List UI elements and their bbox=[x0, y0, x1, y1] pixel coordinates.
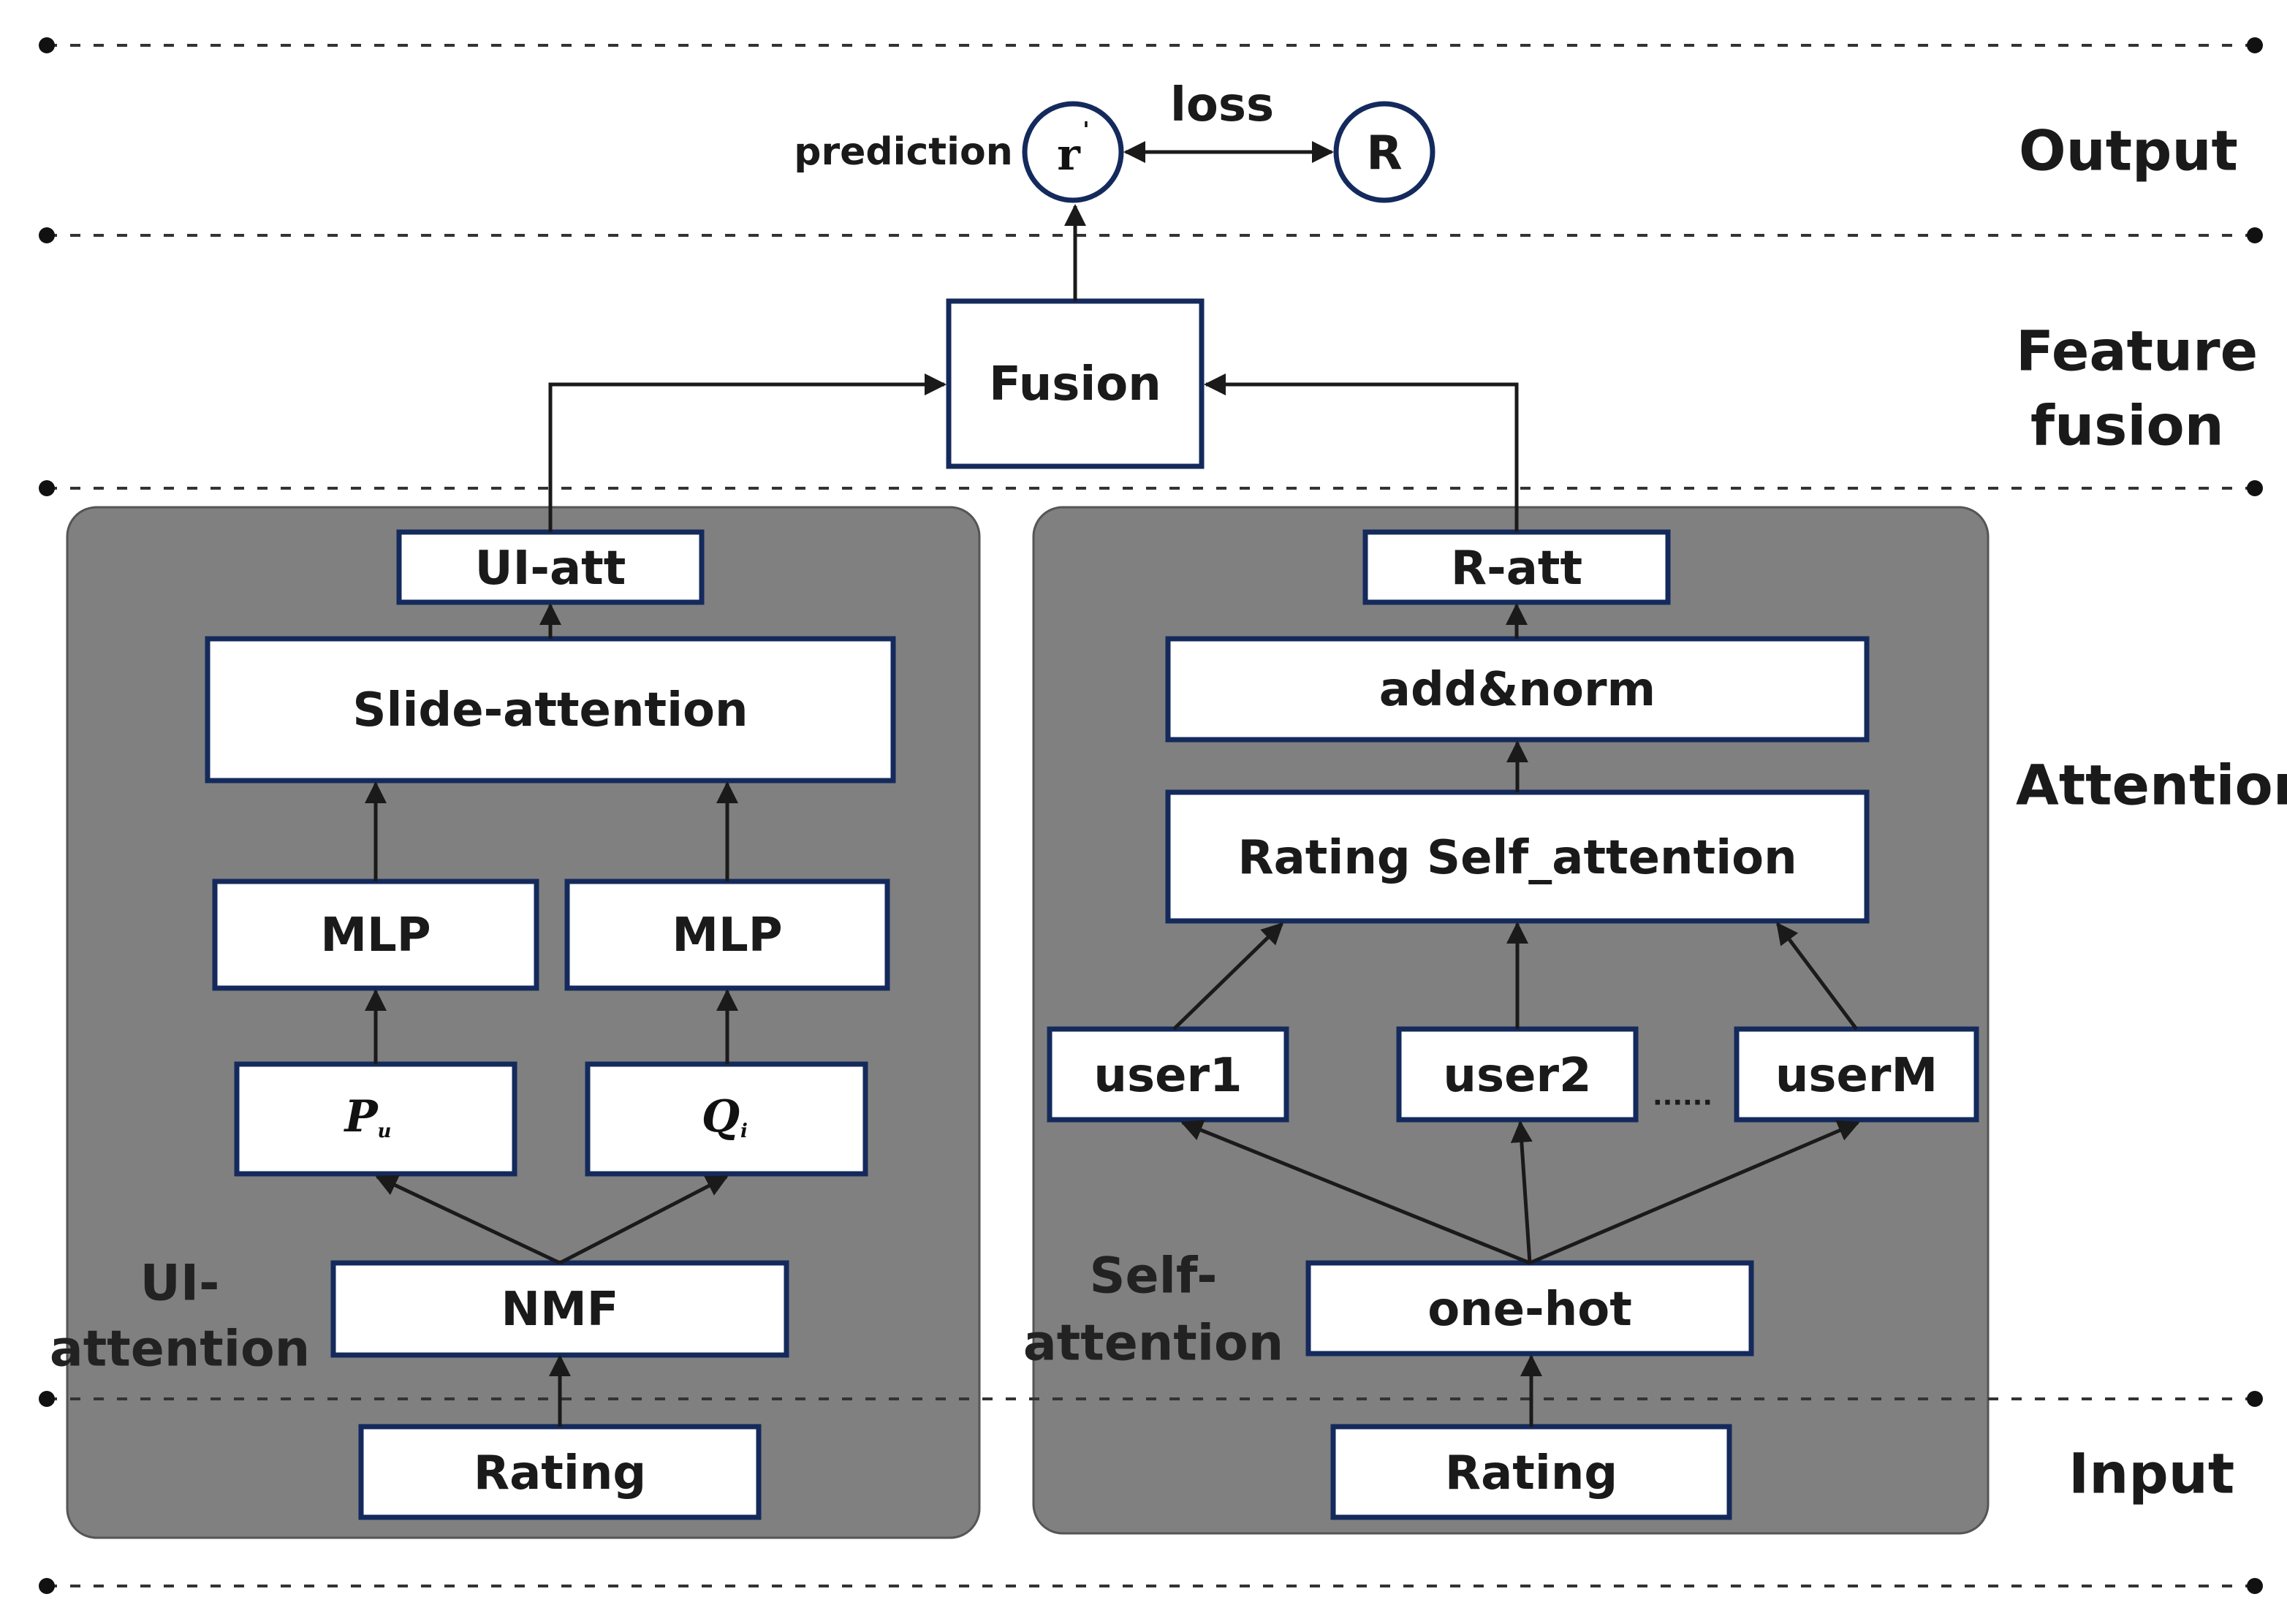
layer-dividers bbox=[39, 37, 2263, 1594]
ui-attention-title-1: UI- bbox=[140, 1255, 220, 1313]
mlp-left-label: MLP bbox=[320, 908, 431, 963]
prediction-label: prediction bbox=[794, 130, 1012, 174]
rating-self-attention-box bbox=[1165, 789, 1870, 924]
ui-att-label: UI-att bbox=[475, 542, 626, 596]
add-norm-label: add&norm bbox=[1379, 663, 1655, 717]
layer-label-attention: Attention bbox=[2016, 753, 2287, 818]
mlp-right-label: MLP bbox=[672, 908, 782, 963]
rating-self-attention-label: Rating Self_attention bbox=[1237, 831, 1797, 885]
nmf-label: NMF bbox=[501, 1283, 619, 1337]
one-hot-label: one-hot bbox=[1427, 1283, 1632, 1337]
layer-label-feature-fusion-2: fusion bbox=[2030, 393, 2224, 458]
slide-attention-label: Slide-attention bbox=[352, 683, 748, 737]
nmf-box bbox=[330, 1260, 789, 1358]
one-hot-box bbox=[1305, 1260, 1754, 1357]
layer-label-output: Output bbox=[2019, 118, 2238, 183]
add-norm-box bbox=[1165, 636, 1870, 743]
loss-label: loss bbox=[1170, 78, 1274, 132]
ui-attention-title-2: attention bbox=[50, 1321, 310, 1378]
mlp-left-box bbox=[212, 879, 539, 991]
user1-label: user1 bbox=[1093, 1049, 1242, 1103]
pu-label: P bbox=[343, 1091, 379, 1142]
r-prime-node bbox=[1022, 101, 1124, 203]
userm-box bbox=[1734, 1026, 1979, 1123]
right-panel-arrows bbox=[1172, 373, 1860, 1427]
rating-right-label: Rating bbox=[1445, 1446, 1617, 1500]
rating-left-label: Rating bbox=[474, 1446, 646, 1500]
self-attention-title-2: attention bbox=[1023, 1315, 1283, 1373]
fusion-box bbox=[946, 298, 1205, 469]
pu-subscript: u bbox=[378, 1120, 392, 1142]
ground-truth-node bbox=[1333, 101, 1435, 203]
qi-label: Q bbox=[702, 1091, 740, 1142]
qi-box bbox=[585, 1061, 868, 1177]
userm-label: userM bbox=[1775, 1049, 1938, 1103]
r-att-label: R-att bbox=[1451, 542, 1582, 596]
ui-att-box bbox=[396, 529, 705, 605]
layer-label-feature-fusion-1: Feature bbox=[2016, 319, 2258, 384]
user2-label: user2 bbox=[1443, 1049, 1591, 1103]
r-prime-mark: ' bbox=[1082, 118, 1089, 143]
pu-box bbox=[234, 1061, 517, 1177]
qi-subscript: i bbox=[740, 1120, 748, 1142]
ground-truth-label: R bbox=[1366, 126, 1402, 181]
left-panel-arrows bbox=[365, 373, 947, 1427]
users-ellipsis: ...... bbox=[1653, 1082, 1713, 1112]
r-prime-label: r bbox=[1057, 129, 1081, 181]
user1-box bbox=[1047, 1026, 1289, 1123]
layer-label-input: Input bbox=[2068, 1441, 2234, 1506]
fusion-label: Fusion bbox=[989, 357, 1161, 411]
self-attention-title-1: Self- bbox=[1089, 1248, 1217, 1305]
rating-left-box bbox=[358, 1424, 762, 1520]
